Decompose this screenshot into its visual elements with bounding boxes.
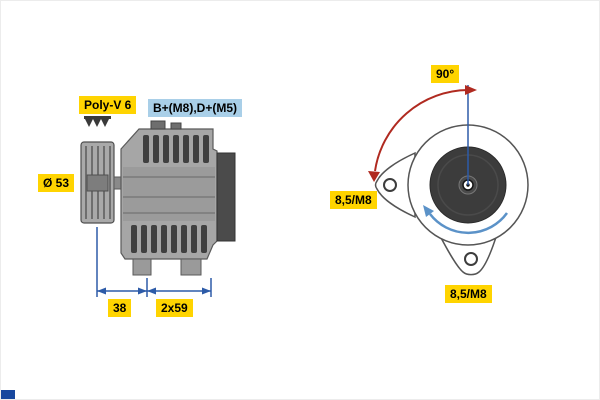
pulley-diameter-label: Ø 53: [38, 174, 75, 192]
dimension-38-label: 38: [108, 299, 132, 317]
mounting-foot-rear: [180, 258, 202, 276]
angle-arc-arrow: [368, 85, 477, 182]
rear-cover: [216, 152, 236, 242]
terminals-label: B+(M8),D+(M5): [148, 99, 243, 117]
pulley: [80, 141, 123, 224]
stator-band: [123, 167, 215, 221]
side-mount-thread-label: 8,5/M8: [330, 191, 377, 209]
alternator-body: [120, 120, 236, 276]
dimension-arrowheads: [97, 287, 211, 295]
bottom-mount-thread-label: 8,5/M8: [445, 285, 492, 303]
angle-arrowhead-bottom: [368, 171, 380, 182]
belt-type-label: Poly-V 6: [79, 96, 137, 114]
dimension-2x59-label: 2x59: [156, 299, 193, 317]
bottom-mount-hole: [464, 252, 478, 266]
cooling-slots-lower: [131, 225, 207, 253]
cooling-slots-upper: [143, 135, 209, 163]
angle-arrowhead-top: [465, 85, 477, 95]
logo-fragment: [1, 390, 15, 399]
poly-v-belt-profile-icon: [84, 116, 111, 127]
rotation-arrowhead: [423, 205, 434, 217]
mounting-foot-front: [132, 258, 152, 276]
b-plus-terminal: [150, 120, 166, 130]
rotation-angle-label: 90°: [431, 65, 460, 83]
side-mount-hole: [383, 178, 397, 192]
d-plus-terminal: [170, 122, 182, 130]
rotation-direction-arrow: [423, 205, 509, 235]
